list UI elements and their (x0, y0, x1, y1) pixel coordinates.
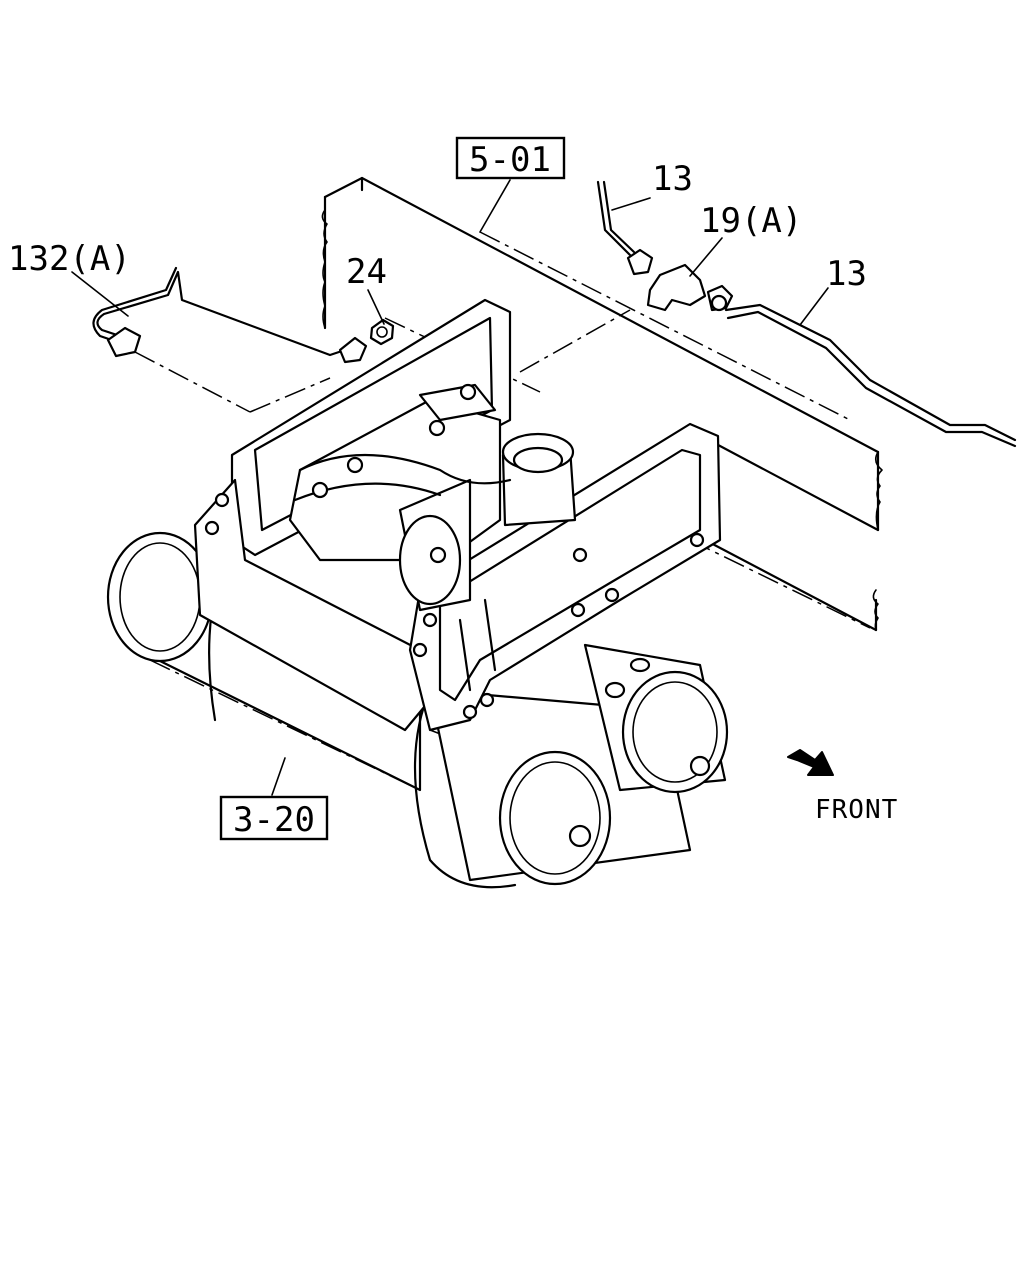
pipe-13-right (724, 303, 1017, 448)
ref-label-5-01: 5-01 (469, 140, 551, 180)
ref-label-3-20: 3-20 (233, 800, 315, 840)
ref-box-3-20 (219, 795, 329, 841)
frame-rail (321, 176, 883, 632)
callout-19a: 19(A) (700, 201, 802, 241)
air-dryer-assembly (288, 383, 577, 612)
callout-132a: 132(A) (8, 239, 131, 279)
direction-arrow-icon (787, 749, 834, 776)
label-leaders (71, 179, 829, 796)
callout-13-right: 13 (826, 254, 867, 294)
nut-24 (369, 318, 395, 346)
ref-box-5-01 (455, 136, 566, 180)
pipe-132a (92, 266, 368, 364)
tee-fitting-19a (646, 263, 734, 312)
front-label: FRONT (815, 795, 898, 825)
callout-13-top: 13 (652, 159, 693, 199)
air-tank-right-pair (413, 643, 729, 889)
callout-24: 24 (346, 252, 387, 292)
pipe-13-top (596, 180, 654, 276)
